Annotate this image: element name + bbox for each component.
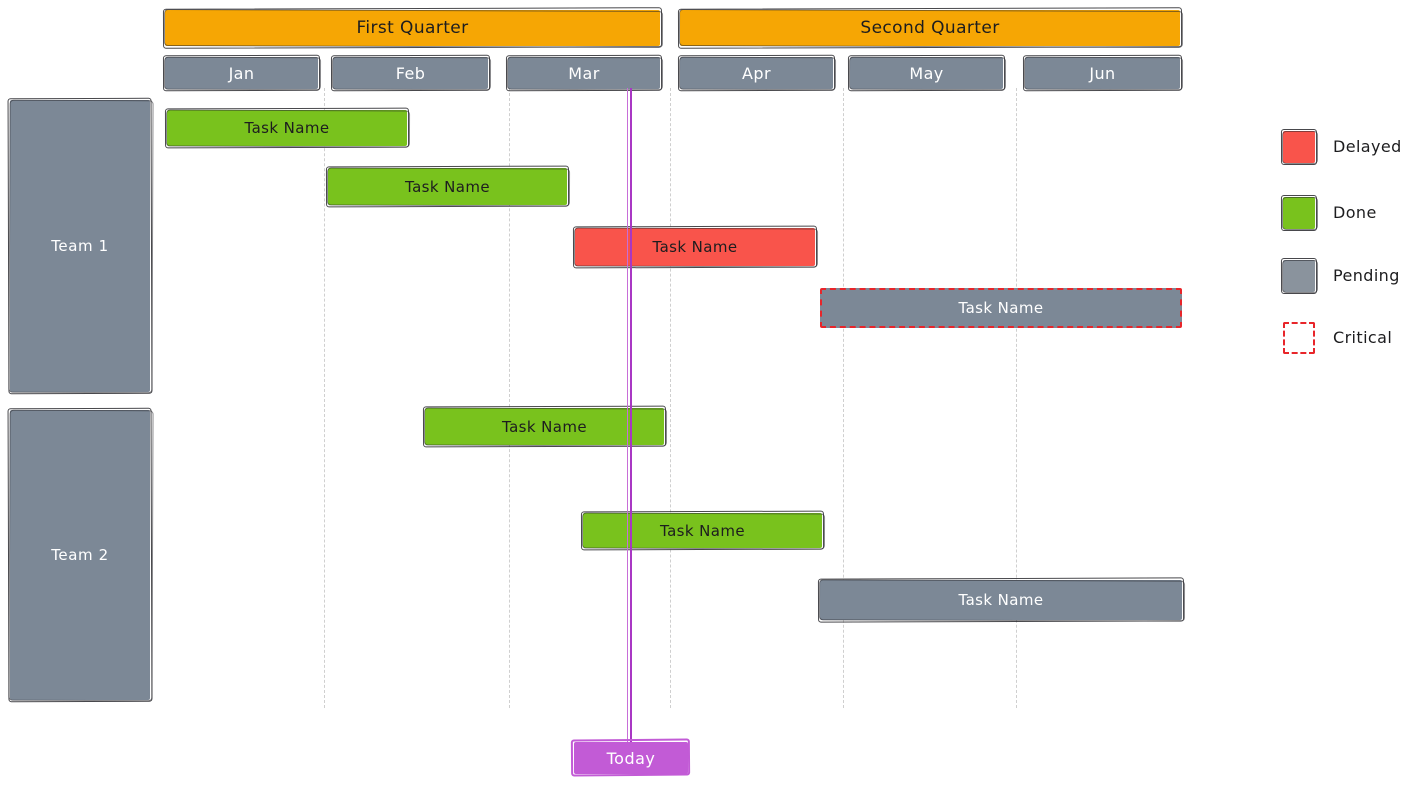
today-label: Today [606, 748, 656, 768]
month-header-may: May [850, 57, 1003, 89]
section-block-team-2: Team 2 [10, 410, 150, 700]
month-label: May [909, 63, 944, 83]
task-bar-label: Task Name [958, 299, 1044, 317]
quarter-label: Second Quarter [860, 18, 1000, 38]
today-line-soft [627, 88, 628, 742]
section-label: Team 2 [51, 546, 109, 564]
month-header-apr: Apr [680, 57, 833, 89]
legend-label-pending: Pending [1333, 266, 1400, 285]
section-block-team-1: Team 1 [10, 100, 150, 392]
month-header-jun: Jun [1025, 57, 1180, 89]
legend-swatch-delayed [1283, 131, 1315, 163]
legend-label-done: Done [1333, 203, 1377, 222]
month-label: Jun [1089, 63, 1116, 83]
quarter-header-2: Second Quarter [680, 10, 1180, 46]
task-bar-delayed[interactable]: Task Name [575, 228, 815, 266]
gridline-3 [843, 88, 844, 708]
task-bar-label: Task Name [244, 119, 330, 137]
month-label: Jan [228, 63, 255, 83]
today-line [630, 88, 632, 742]
task-bar-done[interactable]: Task Name [425, 408, 664, 445]
task-bar-label: Task Name [405, 177, 490, 196]
task-bar-label: Task Name [652, 238, 738, 256]
task-bar-done[interactable]: Task Name [328, 168, 567, 205]
month-header-feb: Feb [333, 57, 488, 89]
task-bar-label: Task Name [502, 417, 587, 436]
task-bar-done[interactable]: Task Name [583, 513, 822, 548]
gridline-2 [670, 88, 671, 708]
month-header-jan: Jan [165, 57, 318, 89]
month-label: Mar [568, 63, 600, 83]
quarter-label: First Quarter [356, 18, 469, 38]
task-bar-critical[interactable]: Task Name [820, 288, 1182, 328]
legend-label-delayed: Delayed [1333, 137, 1402, 156]
legend-swatch-pending [1283, 260, 1315, 292]
legend-swatch-critical [1283, 322, 1315, 354]
task-bar-label: Task Name [660, 521, 745, 540]
quarter-header-1: First Quarter [165, 10, 660, 46]
gridline-1 [509, 88, 510, 708]
task-bar-pending[interactable]: Task Name [820, 580, 1182, 620]
month-header-mar: Mar [508, 57, 660, 89]
gridline-4 [1016, 88, 1017, 708]
task-bar-done[interactable]: Task Name [167, 110, 407, 146]
today-label-box[interactable]: Today [574, 742, 688, 774]
legend-swatch-done [1283, 197, 1315, 229]
gridline-0 [324, 88, 325, 708]
legend-label-critical: Critical [1333, 328, 1393, 347]
month-label: Feb [395, 63, 426, 83]
month-label: Apr [742, 63, 771, 83]
section-label: Team 1 [51, 237, 109, 255]
task-bar-label: Task Name [958, 591, 1044, 609]
